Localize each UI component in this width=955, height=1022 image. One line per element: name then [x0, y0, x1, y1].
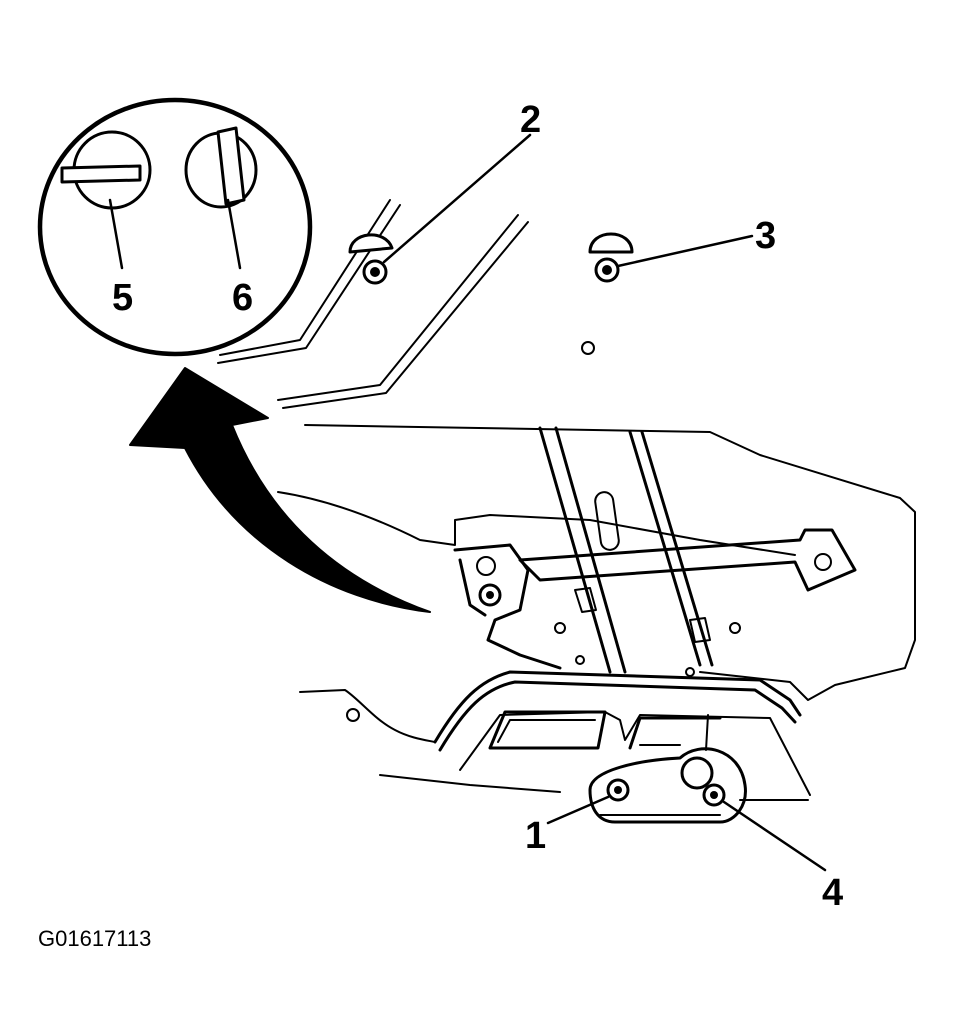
callout-6: 6	[232, 277, 253, 319]
fastener-1	[546, 778, 630, 825]
leader-3	[616, 234, 754, 268]
glass-channel	[217, 199, 529, 409]
callout-5: 5	[112, 277, 133, 319]
leader-6	[226, 198, 242, 270]
leader-4	[722, 800, 827, 872]
window-glass-assembly	[277, 424, 916, 701]
detail-inset: 5 6	[37, 97, 313, 357]
door-inner-panel	[299, 670, 811, 824]
detail-inset-circle	[37, 97, 313, 357]
callout-2: 2	[520, 99, 541, 141]
curved-arrow-icon	[129, 367, 431, 613]
callout-3: 3	[755, 215, 776, 257]
figure-id: G01617113	[38, 926, 151, 951]
fastener-6-icon	[184, 126, 258, 270]
fastener-3	[588, 232, 754, 283]
fastener-5-icon	[60, 130, 152, 270]
fastener-2	[348, 133, 532, 285]
callout-4: 4	[822, 872, 843, 914]
callout-1: 1	[525, 815, 546, 857]
access-hole	[581, 341, 595, 355]
fastener-4	[702, 783, 827, 872]
leader-5	[108, 198, 124, 270]
leader-2	[382, 133, 532, 264]
leader-1	[546, 795, 610, 825]
